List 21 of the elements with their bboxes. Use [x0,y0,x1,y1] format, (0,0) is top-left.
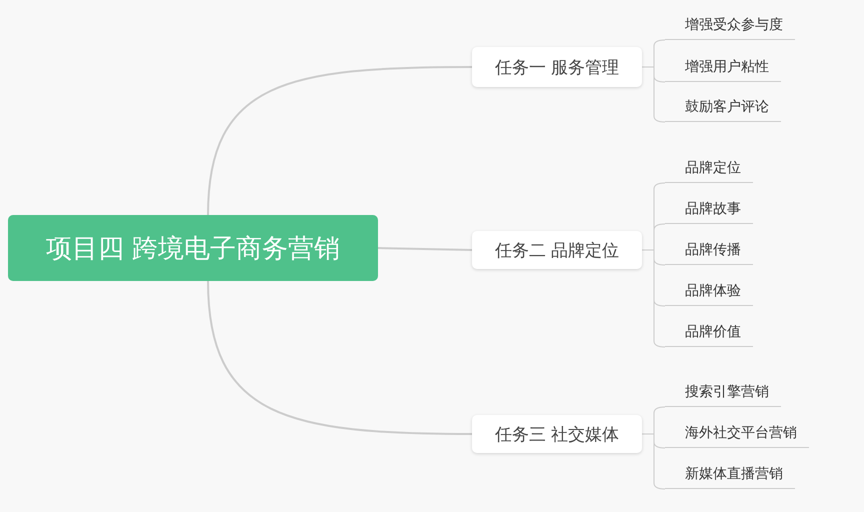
subtopic-label: 鼓励客户评论 [665,92,781,122]
topic-box: 任务三 社交媒体 [472,415,642,453]
subtopic-label: 品牌价值 [665,317,753,347]
connector-line [642,66,666,122]
connector-line [378,247,472,251]
connector-line [642,434,666,490]
connector-line [207,280,472,435]
connector-line [642,250,666,348]
subtopic-label: 品牌体验 [665,276,753,306]
subtopic-label: 品牌定位 [665,153,753,183]
subtopic-label: 海外社交平台营销 [665,418,809,448]
topic-box: 任务二 品牌定位 [472,231,642,269]
subtopic-label: 增强用户粘性 [665,52,781,82]
subtopic-label: 新媒体直播营销 [665,459,795,489]
subtopic-label: 品牌传播 [665,235,753,265]
subtopic-label: 搜索引擎营销 [665,377,781,407]
connector-line [207,66,472,216]
topic-box: 任务一 服务管理 [472,47,642,87]
root-topic: 项目四 跨境电子商务营销 [8,215,378,281]
subtopic-label: 品牌故事 [665,194,753,224]
subtopic-label: 增强受众参与度 [665,10,795,40]
